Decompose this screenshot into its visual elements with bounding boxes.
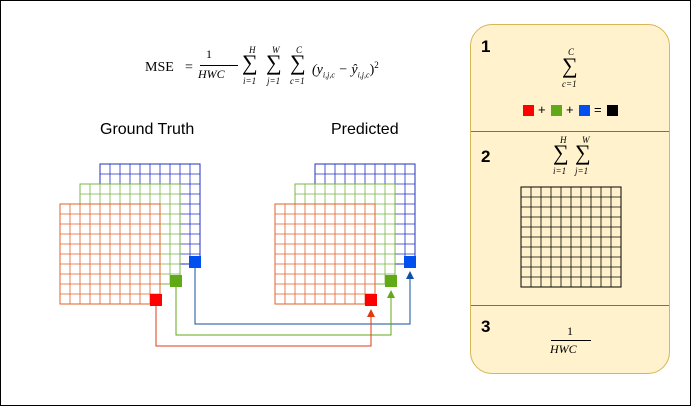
sigma-icon: ∑ [266, 50, 282, 75]
formula-body-exp: 2 [374, 60, 379, 70]
step-1-number: 1 [481, 37, 491, 56]
formula-eq: = [185, 60, 193, 75]
step-3-frac-den: HWC [550, 342, 577, 356]
blue-square-icon [579, 105, 590, 116]
formula-lhs: MSE [145, 60, 174, 75]
black-square-icon [607, 105, 618, 116]
formula-body-sub2: i,j,c [357, 70, 370, 80]
formula-body-sub1: i,j,c [322, 70, 335, 80]
formula-body: (y [312, 62, 323, 78]
sigma-icon: ∑ [553, 140, 569, 165]
formula-frac-bar [200, 65, 238, 66]
step-2-black-grid [520, 186, 622, 288]
formula-sum1-bot: i=1 [243, 76, 257, 86]
step-1-equals: = [594, 102, 602, 117]
step-1-plus-2: + [566, 102, 574, 117]
steps-panel: 1 C ∑ c=1 + + = 2 H ∑ i=1 W ∑ j=1 3 1 HW… [470, 24, 670, 374]
formula-frac-den: HWC [198, 67, 225, 81]
step-3-frac-bar [551, 340, 591, 341]
step-2-number: 2 [481, 147, 491, 166]
formula-frac-num: 1 [206, 47, 212, 61]
step-1-sum-bot: c=1 [562, 79, 577, 89]
step-3-frac-num: 1 [567, 324, 573, 338]
pred-blue-pixel [404, 256, 416, 268]
step-2-sum2-bot: j=1 [575, 166, 589, 176]
blue-connector-arrow [194, 268, 414, 325]
step-3-number: 3 [481, 317, 491, 336]
green-square-icon [551, 105, 562, 116]
sigma-icon: ∑ [562, 53, 578, 78]
ground-truth-red-channel-grid [59, 203, 161, 305]
formula-sum1-top: H [249, 45, 256, 55]
sigma-icon: ∑ [242, 50, 258, 75]
step-2-sum2-top: W [582, 135, 590, 145]
sigma-icon: ∑ [575, 140, 591, 165]
formula-sum2-bot: j=1 [267, 76, 281, 86]
predicted-label: Predicted [331, 121, 399, 138]
formula-sum3-bot: c=1 [290, 76, 305, 86]
gt-red-pixel [150, 294, 162, 306]
step-2-sum1-top: H [560, 135, 567, 145]
red-square-icon [523, 105, 534, 116]
green-connector-arrow [175, 287, 395, 336]
step-1-plus-1: + [538, 102, 546, 117]
formula-body-minus: − ŷ [334, 62, 358, 78]
step-1-sum-top: C [568, 47, 575, 57]
pred-red-pixel [365, 294, 377, 306]
mse-formula: MSE = 1 HWC H ∑ i=1 W ∑ j=1 C ∑ c=1 (yi,… [140, 44, 400, 94]
formula-body-close: ) [369, 62, 375, 78]
step-2-sum1-bot: i=1 [553, 166, 567, 176]
divider-1 [471, 131, 669, 132]
pred-green-pixel [385, 275, 397, 287]
formula-sum2-top: W [272, 45, 280, 55]
predicted-red-channel-grid [274, 203, 376, 305]
sigma-icon: ∑ [290, 50, 306, 75]
red-connector-arrow [155, 306, 375, 347]
divider-2 [471, 305, 669, 306]
formula-sum3-top: C [296, 45, 303, 55]
gt-green-pixel [170, 275, 182, 287]
gt-blue-pixel [189, 256, 201, 268]
ground-truth-label: Ground Truth [100, 121, 195, 138]
